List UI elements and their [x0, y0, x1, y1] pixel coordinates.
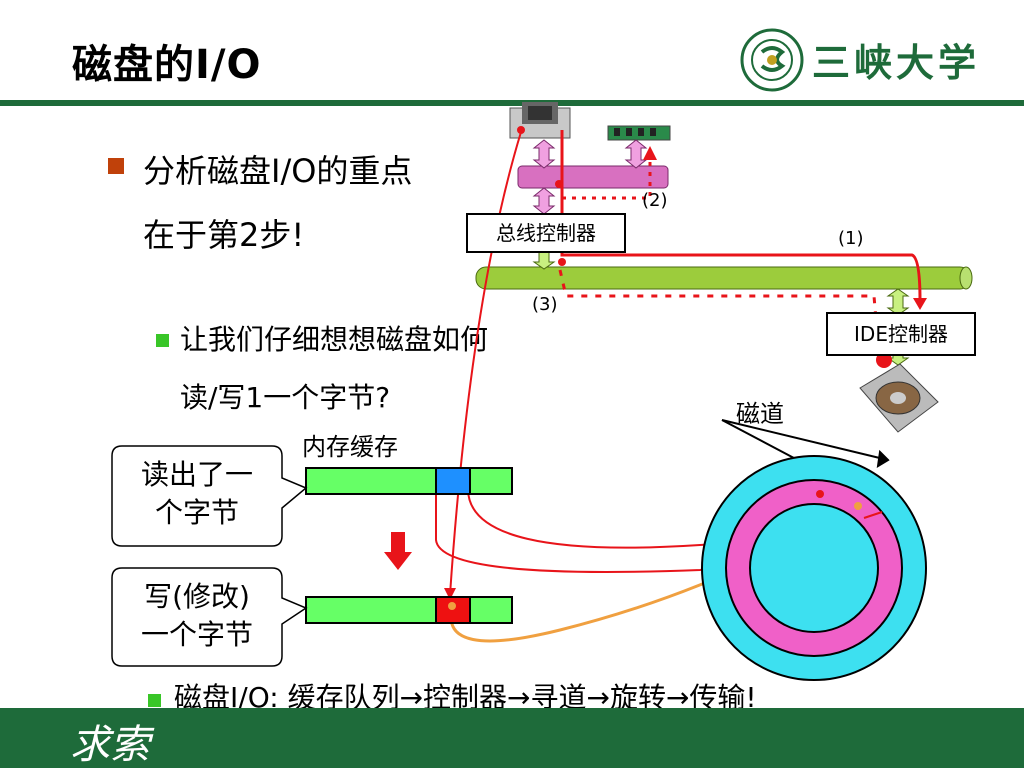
bubble-read-line2: 个字节: [154, 496, 239, 529]
memory-bus: [517, 165, 669, 189]
page-title: 磁盘的I/O: [72, 42, 262, 88]
sub-bullet-marker: [156, 334, 169, 347]
bubble-write-line1: 写(修改): [144, 580, 250, 613]
bubble-read: [111, 445, 308, 547]
bubble-read-line1: 读出了一: [140, 458, 253, 491]
bubble-read-text: 读出了一 个字节: [114, 456, 280, 532]
bullet-marker: [108, 158, 124, 174]
main-bullet-line1: 分析磁盘I/O的重点: [143, 152, 413, 190]
bubble-write-text: 写(修改) 一个字节: [114, 578, 280, 654]
memory-module-icon: [607, 125, 671, 141]
footer-bar: [0, 708, 1024, 768]
down-arrow-icon: [384, 532, 412, 570]
sub-bullet-line1: 让我们仔细想想磁盘如何: [180, 323, 489, 356]
track-label: 磁道: [736, 400, 784, 428]
cache-read-bar: [305, 467, 513, 495]
path-label-3: (3): [532, 294, 558, 315]
path-label-1: (1): [838, 228, 864, 249]
footer-motto: 求索: [70, 722, 150, 768]
university-logo-text: 三峡大学: [812, 40, 981, 85]
hard-disk-icon: [859, 363, 939, 433]
bottom-bullet-marker: [148, 694, 161, 707]
header-divider: [0, 100, 1024, 106]
sub-bullet-line2: 读/写1一个字节?: [180, 381, 391, 414]
bus-controller-box: 总线控制器: [466, 213, 626, 253]
bus-arrows: [532, 139, 648, 215]
ide-controller-box: IDE控制器: [826, 312, 976, 356]
system-bus: [475, 266, 973, 290]
main-bullet-line2: 在于第2步!: [143, 216, 305, 254]
path-arrowhead: [444, 588, 456, 600]
path-label-2: (2): [642, 190, 668, 211]
bubble-write-line2: 一个字节: [140, 618, 253, 651]
bubble-write: [111, 567, 308, 667]
cache-write-bar: [305, 596, 513, 624]
memory-cache-label: 内存缓存: [302, 433, 398, 461]
disk-platter: [701, 455, 927, 681]
